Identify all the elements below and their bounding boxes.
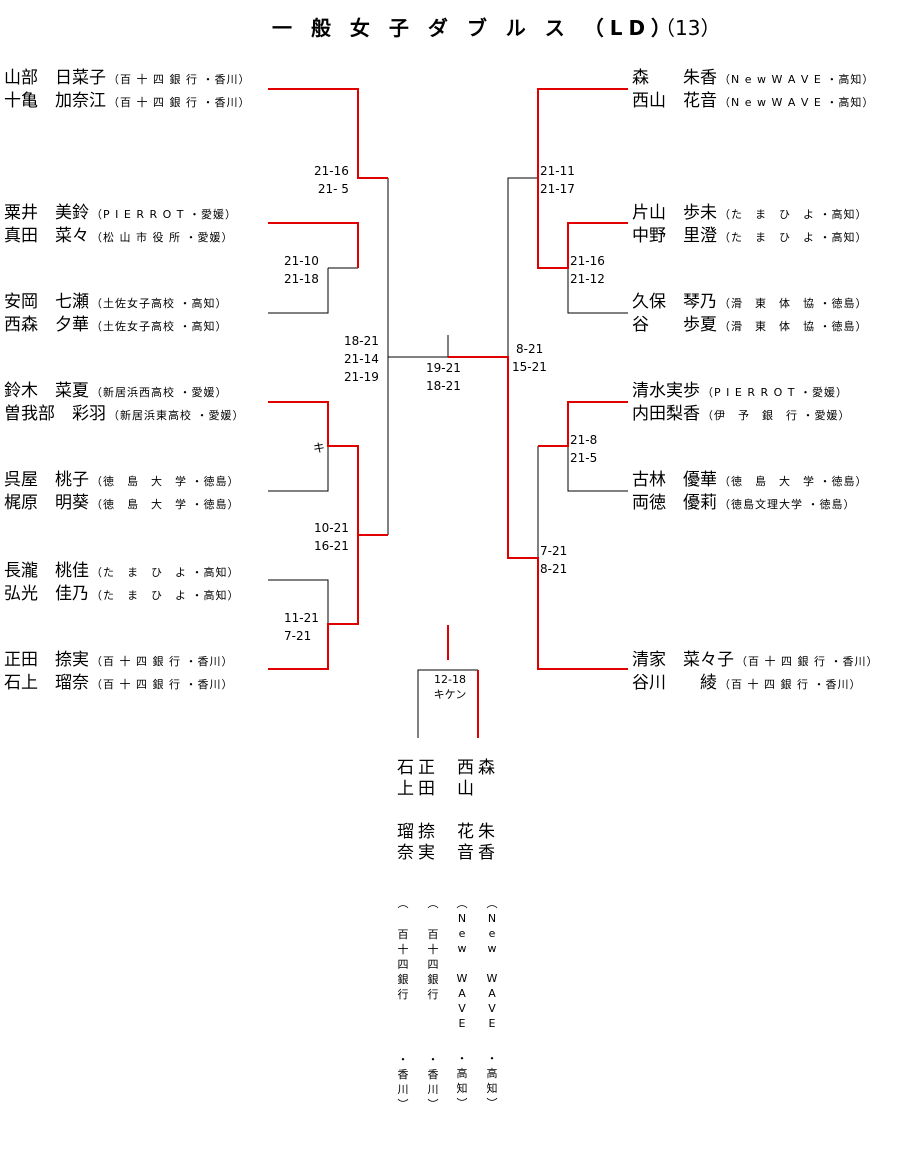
- vertical-name-1: 石上瑠奈: [397, 758, 414, 863]
- score-l-r1-c: キ: [313, 441, 326, 455]
- left-pair-1-player-2: 十亀 加奈江（百 十 四 銀 行 ・香川）: [4, 91, 251, 111]
- right-pair-5-player-2: 両徳 優莉（徳島文理大学 ・徳島）: [632, 493, 856, 513]
- left-pair-4-player-2: 曽我部 彩羽（新居浜東高校 ・愛媛）: [4, 404, 245, 424]
- left-pair-3-player-1: 安岡 七瀬（土佐女子高校 ・高知）: [4, 292, 228, 312]
- left-pair-5-player-2: 梶原 明葵（徳 島 大 学 ・徳島）: [4, 493, 240, 513]
- left-pair-2-player-1: 粟井 美鈴（P I E R R O T ・愛媛）: [4, 203, 237, 223]
- left-pair-5-player-1: 呉屋 桃子（徳 島 大 学 ・徳島）: [4, 470, 240, 490]
- score-l-r1-d: 11-21 7-21: [284, 611, 319, 643]
- vertical-name-4: 森朱香: [478, 758, 495, 863]
- right-pair-4-player-1: 清水実歩（P I E R R O T ・愛媛）: [632, 381, 848, 401]
- right-pair-1-player-1: 森 朱香（N e w W A V E ・高知）: [632, 68, 875, 88]
- left-pair-7-player-1: 正田 捺実（百 十 四 銀 行 ・香川）: [4, 650, 234, 670]
- right-pair-2-player-1: 片山 歩未（た ま ひ よ ・高知）: [632, 203, 868, 223]
- vertical-name-3: 西山花音: [457, 758, 474, 863]
- page-title: 一 般 女 子 ダ ブ ル ス （LD）: [272, 16, 678, 40]
- left-pair-1-player-1: 山部 日菜子（百 十 四 銀 行 ・香川）: [4, 68, 251, 88]
- right-pair-6-player-2: 谷川 綾（百 十 四 銀 行 ・香川）: [632, 673, 862, 693]
- right-pair-2-player-2: 中野 里澄（た ま ひ よ ・高知）: [632, 226, 868, 246]
- right-pair-3-player-2: 谷 歩夏（滑 東 体 協 ・徳島）: [632, 315, 868, 335]
- left-pair-2-player-2: 真田 菜々（松 山 市 役 所 ・愛媛）: [4, 226, 234, 246]
- right-pair-6-player-1: 清家 菜々子（百 十 四 銀 行 ・香川）: [632, 650, 879, 670]
- right-pair-1-player-2: 西山 花音（N e w W A V E ・高知）: [632, 91, 875, 111]
- vertical-aff-2: ︵ 百十四銀行 ・香川︶: [427, 897, 439, 1111]
- right-pair-4-player-2: 内田梨香（伊 予 銀 行 ・愛媛）: [632, 404, 851, 424]
- page-number: （13）: [655, 16, 721, 40]
- left-pair-7-player-2: 石上 瑠奈（百 十 四 銀 行 ・香川）: [4, 673, 234, 693]
- left-pair-6-player-2: 弘光 佳乃（た ま ひ よ ・高知）: [4, 584, 240, 604]
- vertical-aff-1: ︵ 百十四銀行 ・香川︶: [397, 897, 409, 1111]
- left-pair-6-player-1: 長瀧 桃佳（た ま ひ よ ・高知）: [4, 561, 240, 581]
- right-pair-3-player-1: 久保 琴乃（滑 東 体 協 ・徳島）: [632, 292, 868, 312]
- right-pair-5-player-1: 古林 優華（徳 島 大 学 ・徳島）: [632, 470, 868, 490]
- left-pair-4-player-1: 鈴木 菜夏（新居浜西高校 ・愛媛）: [4, 381, 228, 401]
- vertical-name-2: 正田捺実: [418, 758, 435, 863]
- left-pair-3-player-2: 西森 夕華（土佐女子高校 ・高知）: [4, 315, 228, 335]
